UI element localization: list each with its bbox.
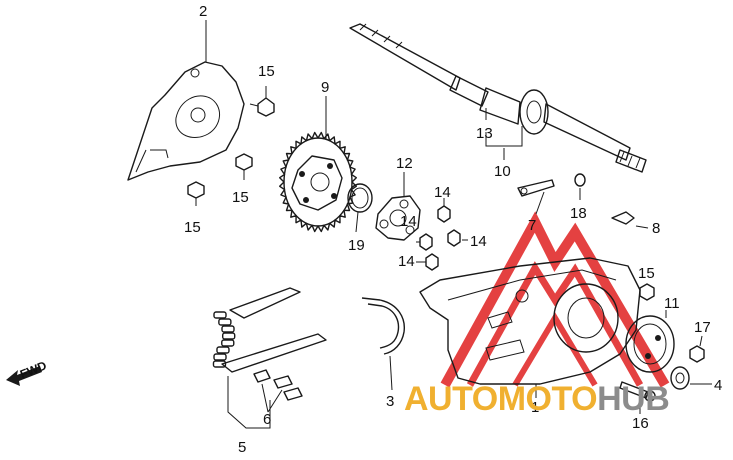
callout-12: 12	[396, 155, 413, 172]
nut-14-d	[425, 253, 439, 271]
callout-15b: 15	[232, 189, 249, 206]
watermark-moto: MOTO	[498, 380, 597, 418]
bolt-15-lower	[187, 181, 205, 206]
chain-link	[221, 339, 235, 347]
wheel-cap	[625, 315, 675, 373]
nut-14-a	[437, 205, 451, 223]
callout-15c: 15	[184, 219, 201, 236]
hub-flange	[375, 195, 421, 241]
bolt-15-right	[639, 283, 655, 301]
callout-2: 2	[199, 3, 207, 20]
callout-6: 6	[263, 411, 271, 428]
callout-13: 13	[476, 125, 493, 142]
chain-link	[213, 311, 227, 319]
chain-link	[212, 360, 227, 368]
callout-4: 4	[714, 377, 722, 394]
bolt-15-upper	[249, 86, 275, 117]
callout-15a: 15	[258, 63, 275, 80]
watermark-text: AUTOMOTOHUB	[404, 380, 670, 418]
fwd-label: FWD	[18, 358, 49, 381]
callout-16: 16	[632, 415, 649, 432]
bolt-16	[619, 381, 656, 402]
callout-3: 3	[386, 393, 394, 410]
rear-axle-shaft	[349, 23, 647, 173]
master-link	[253, 369, 303, 401]
sprocket-teeth-outline	[279, 131, 357, 233]
callout-14a: 14	[434, 184, 451, 201]
callout-numbers: 2 15 15 15 9 12 19 14 14 14 14 13 10 7 1…	[184, 3, 722, 456]
bolt-17	[689, 345, 705, 363]
callout-14c: 14	[470, 233, 487, 250]
nut-14-b	[419, 233, 433, 251]
callout-1: 1	[531, 399, 539, 416]
chain-case	[419, 257, 641, 385]
oil-seal-ring	[347, 183, 373, 213]
cap-18	[574, 173, 586, 187]
chain-link	[216, 346, 230, 354]
chain-link	[222, 332, 236, 340]
drive-chain	[212, 287, 327, 373]
svg-text:AUTOMOTOHUB: AUTOMOTOHUB	[404, 380, 669, 418]
callout-11: 11	[664, 295, 680, 312]
spring-clip	[361, 297, 405, 355]
callout-17: 17	[694, 319, 711, 336]
callout-15d: 15	[638, 265, 655, 282]
driven-sprocket	[279, 131, 357, 233]
callout-7: 7	[528, 217, 536, 234]
chain-adjuster	[517, 179, 555, 197]
callout-19: 19	[348, 237, 365, 254]
spacer-4	[670, 366, 690, 390]
callout-5: 5	[238, 439, 246, 456]
clip-8	[611, 211, 635, 225]
callout-9: 9	[321, 79, 329, 96]
forward-direction-arrow: FWD	[6, 358, 49, 386]
leader-lines	[205, 20, 712, 429]
watermark-hub: HUB	[597, 380, 669, 418]
callout-8: 8	[652, 220, 660, 237]
chain-link	[218, 318, 232, 326]
watermark-auto: AUTO	[404, 380, 498, 418]
chain-cover-plate	[127, 61, 245, 181]
callout-10: 10	[494, 163, 511, 180]
chain-link	[221, 325, 235, 333]
chain-link	[213, 353, 227, 361]
callout-14d: 14	[398, 253, 415, 270]
bolt-15-middle	[235, 153, 253, 180]
nut-14-c	[447, 229, 461, 247]
callout-14b: 14	[400, 213, 417, 230]
callout-18: 18	[570, 205, 587, 222]
